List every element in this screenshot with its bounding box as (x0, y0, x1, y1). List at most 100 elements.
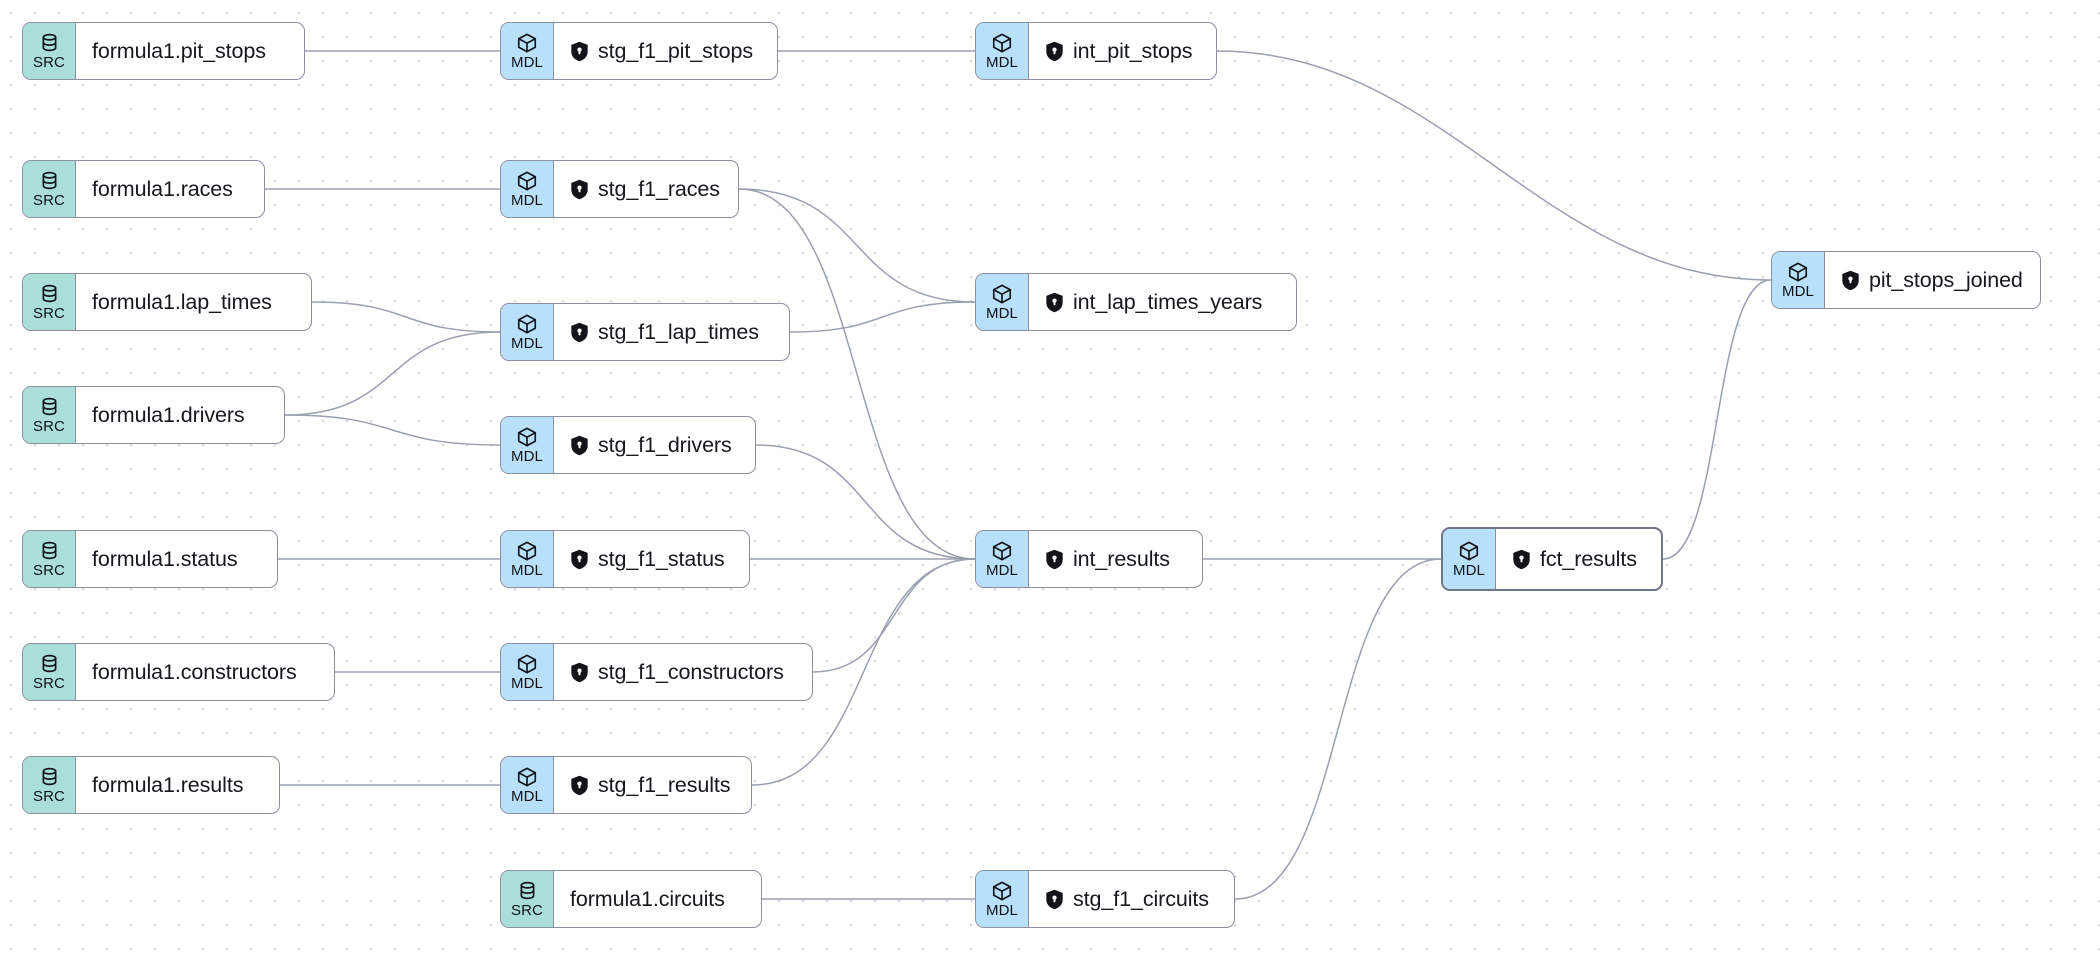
node-stg_lap_times[interactable]: MDL stg_f1_lap_times (500, 303, 790, 361)
source-badge: SRC (23, 274, 76, 330)
node-body: stg_f1_status (554, 531, 749, 587)
database-icon (39, 396, 60, 417)
node-src_lap_times[interactable]: SRC formula1.lap_times (22, 273, 312, 331)
badge-label: SRC (33, 675, 65, 692)
cube-icon (516, 313, 538, 334)
node-body: int_pit_stops (1029, 23, 1216, 79)
node-body: formula1.lap_times (76, 274, 311, 330)
edge-stg_constructors-to-int_results (812, 558, 976, 673)
cube-icon (991, 32, 1013, 53)
node-body: stg_f1_races (554, 161, 738, 217)
node-label: stg_f1_results (598, 772, 731, 797)
node-stg_races[interactable]: MDL stg_f1_races (500, 160, 739, 218)
model-badge: MDL (501, 304, 554, 360)
model-badge: MDL (501, 644, 554, 700)
node-label: formula1.races (92, 176, 233, 201)
database-icon (39, 32, 60, 53)
node-body: stg_f1_results (554, 757, 751, 813)
node-label: formula1.results (92, 772, 244, 797)
node-body: pit_stops_joined (1825, 252, 2040, 308)
shield-lock-icon (570, 662, 589, 683)
shield-lock-icon (570, 41, 589, 62)
source-badge: SRC (23, 387, 76, 443)
node-body: stg_f1_circuits (1029, 871, 1234, 927)
badge-label: MDL (986, 305, 1018, 322)
source-badge: SRC (23, 757, 76, 813)
badge-label: MDL (1782, 283, 1814, 300)
node-pit_stops_joined[interactable]: MDL pit_stops_joined (1771, 251, 2041, 309)
badge-label: MDL (986, 54, 1018, 71)
source-badge: SRC (23, 644, 76, 700)
shield-lock-icon (570, 322, 589, 343)
edge-fct_results-to-pit_stops_joined (1662, 279, 1772, 560)
badge-label: SRC (33, 788, 65, 805)
badge-label: MDL (511, 192, 543, 209)
badge-label: SRC (33, 305, 65, 322)
edge-int_pit_stops-to-pit_stops_joined (1216, 50, 1772, 281)
database-icon (39, 283, 60, 304)
model-badge: MDL (976, 274, 1029, 330)
badge-label: MDL (511, 788, 543, 805)
source-badge: SRC (23, 23, 76, 79)
node-src_status[interactable]: SRC formula1.status (22, 530, 278, 588)
cube-icon (1458, 540, 1480, 561)
node-src_drivers[interactable]: SRC formula1.drivers (22, 386, 285, 444)
model-badge: MDL (1772, 252, 1825, 308)
database-icon (39, 540, 60, 561)
badge-label: MDL (511, 54, 543, 71)
shield-lock-icon (1045, 292, 1064, 313)
node-label: formula1.status (92, 546, 238, 571)
edge-src_lap_times-to-stg_lap_times (311, 301, 501, 333)
edge-src_drivers-to-stg_lap_times (284, 331, 501, 416)
edge-stg_lap_times-to-int_lap_times_years (789, 301, 976, 333)
node-src_results[interactable]: SRC formula1.results (22, 756, 280, 814)
shield-lock-icon (1841, 270, 1860, 291)
node-label: fct_results (1540, 546, 1637, 571)
node-body: formula1.drivers (76, 387, 284, 443)
model-badge: MDL (501, 161, 554, 217)
node-body: fct_results (1496, 529, 1661, 589)
node-stg_circuits[interactable]: MDL stg_f1_circuits (975, 870, 1235, 928)
badge-label: SRC (511, 902, 543, 919)
source-badge: SRC (501, 871, 554, 927)
cube-icon (991, 540, 1013, 561)
badge-label: MDL (511, 562, 543, 579)
cube-icon (1787, 261, 1809, 282)
cube-icon (516, 653, 538, 674)
model-badge: MDL (501, 757, 554, 813)
model-badge: MDL (501, 417, 554, 473)
badge-label: SRC (33, 192, 65, 209)
cube-icon (991, 283, 1013, 304)
node-int_pit_stops[interactable]: MDL int_pit_stops (975, 22, 1217, 80)
badge-label: SRC (33, 562, 65, 579)
shield-lock-icon (570, 435, 589, 456)
node-label: stg_f1_races (598, 176, 720, 201)
badge-label: MDL (986, 902, 1018, 919)
edge-stg_races-to-int_results (738, 188, 976, 560)
node-stg_status[interactable]: MDL stg_f1_status (500, 530, 750, 588)
cube-icon (516, 170, 538, 191)
edge-src_drivers-to-stg_drivers (284, 414, 501, 446)
database-icon (39, 766, 60, 787)
cube-icon (516, 766, 538, 787)
node-label: int_pit_stops (1073, 38, 1193, 63)
badge-label: SRC (33, 418, 65, 435)
node-body: formula1.status (76, 531, 277, 587)
node-label: pit_stops_joined (1869, 267, 2023, 292)
node-label: stg_f1_lap_times (598, 319, 759, 344)
cube-icon (516, 426, 538, 447)
node-src_races[interactable]: SRC formula1.races (22, 160, 265, 218)
node-stg_results[interactable]: MDL stg_f1_results (500, 756, 752, 814)
badge-label: MDL (511, 675, 543, 692)
